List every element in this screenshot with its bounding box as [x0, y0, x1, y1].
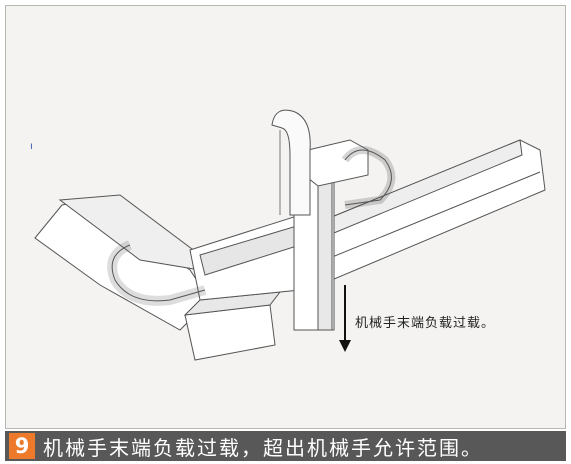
caption-bar: 9 机械手末端负载过载，超出机械手允许范围。 [5, 431, 566, 461]
vertical-cable-chain [271, 109, 311, 216]
load-arrow [339, 285, 351, 352]
caption-text: 机械手末端负载过载，超出机械手允许范围。 [43, 435, 483, 460]
callout-text: 机械手末端负载过载。 [355, 316, 496, 331]
figure-number-badge: 9 [9, 433, 35, 459]
stray-mark: ı [30, 141, 33, 152]
robot-gantry-illustration [34, 109, 546, 361]
